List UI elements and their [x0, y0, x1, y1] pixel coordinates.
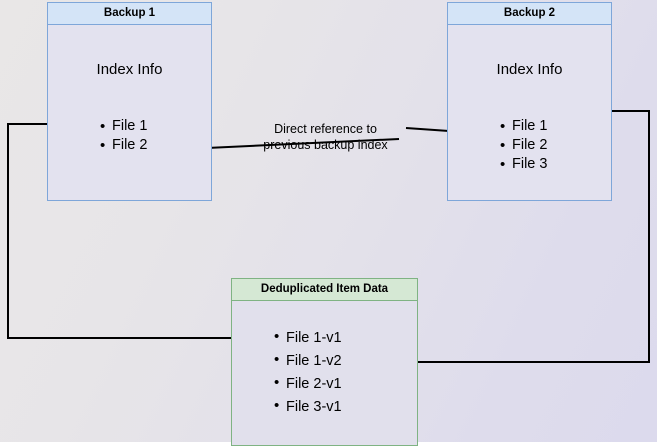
- dedup-file-1-v1-label: File 1-v1: [286, 330, 342, 346]
- node-deduplicated-item-data-body: • File 1-v1 • File 1-v2 • File 2-v1 • File 3…: [232, 301, 417, 445]
- list-item[interactable]: • File 1-v1: [274, 327, 342, 350]
- backup-1-file-2-label: File 2: [112, 137, 148, 153]
- bullet-icon: •: [274, 351, 280, 368]
- dedup-file-3-v1-label: File 3-v1: [286, 399, 342, 415]
- backup-2-file-1-label: File 1: [512, 118, 548, 134]
- backup-2-file-2-label: File 2: [512, 137, 548, 153]
- node-backup-1-header: Backup 1: [48, 3, 211, 25]
- backup-1-file-list: • File 1 • File 2: [100, 117, 147, 155]
- bullet-icon: •: [100, 118, 106, 135]
- node-backup-2-body: Index Info • File 1 • File 2 • File 3: [448, 25, 611, 200]
- node-deduplicated-item-data-header: Deduplicated Item Data: [232, 279, 417, 301]
- edge-label-line-2: previous backup index: [263, 138, 388, 152]
- bullet-icon: •: [500, 137, 506, 154]
- node-backup-2-header: Backup 2: [448, 3, 611, 25]
- list-item[interactable]: • File 2-v1: [274, 373, 342, 396]
- backup-1-file-1-label: File 1: [112, 118, 148, 134]
- node-deduplicated-item-data[interactable]: Deduplicated Item Data • File 1-v1 • File …: [231, 278, 418, 446]
- backup-2-file-3-label: File 3: [512, 156, 548, 172]
- node-backup-1-body: Index Info • File 1 • File 2: [48, 25, 211, 200]
- dedup-file-list: • File 1-v1 • File 1-v2 • File 2-v1 • File 3…: [274, 327, 342, 419]
- list-item[interactable]: • File 2: [500, 136, 547, 155]
- list-item[interactable]: • File 1-v2: [274, 350, 342, 373]
- bullet-icon: •: [274, 328, 280, 345]
- edge-label-line-1: Direct reference to: [274, 122, 377, 136]
- dedup-file-1-v2-label: File 1-v2: [286, 353, 342, 369]
- node-backup-1[interactable]: Backup 1 Index Info • File 1 • File 2: [47, 2, 212, 201]
- bullet-icon: •: [274, 397, 280, 414]
- backup-1-index-title: Index Info: [96, 61, 163, 78]
- list-item[interactable]: • File 3: [500, 155, 547, 174]
- dedup-file-2-v1-label: File 2-v1: [286, 376, 342, 392]
- list-item[interactable]: • File 2: [100, 136, 147, 155]
- bullet-icon: •: [274, 374, 280, 391]
- edge-label-direct-reference: Direct reference to previous backup inde…: [248, 121, 403, 153]
- bullet-icon: •: [500, 118, 506, 135]
- backup-2-index-title: Index Info: [496, 61, 563, 78]
- list-item[interactable]: • File 1: [100, 117, 147, 136]
- list-item[interactable]: • File 3-v1: [274, 396, 342, 419]
- backup-2-file-list: • File 1 • File 2 • File 3: [500, 117, 547, 174]
- bullet-icon: •: [500, 156, 506, 173]
- bullet-icon: •: [100, 137, 106, 154]
- list-item[interactable]: • File 1: [500, 117, 547, 136]
- node-backup-2[interactable]: Backup 2 Index Info • File 1 • File 2 • Fil…: [447, 2, 612, 201]
